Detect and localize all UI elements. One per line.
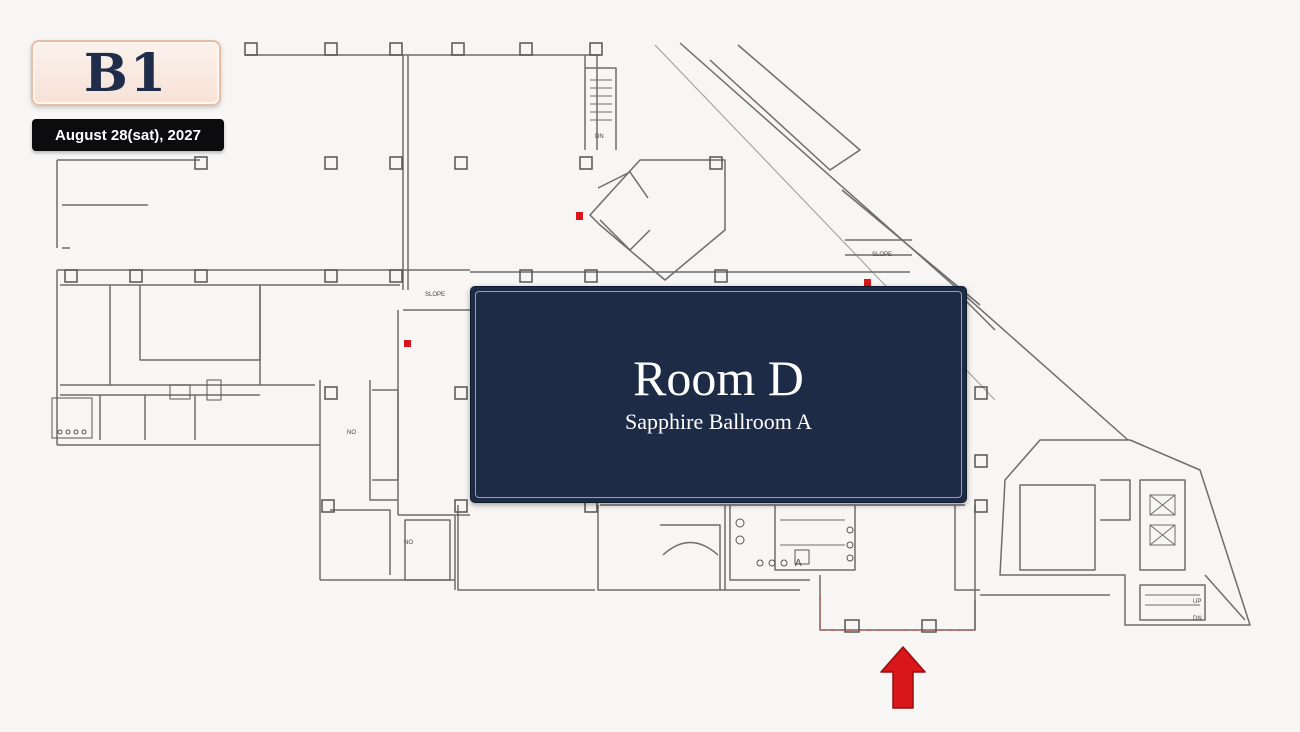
- up-arrow-icon: [880, 646, 926, 709]
- no-label: NO: [404, 540, 413, 546]
- room-subtitle: Sapphire Ballroom A: [625, 409, 812, 434]
- floor-label: B1: [83, 42, 169, 104]
- event-date-badge: August 28(sat), 2027: [32, 119, 224, 151]
- event-date: August 28(sat), 2027: [55, 126, 201, 144]
- up-label: UP: [1193, 599, 1201, 605]
- room-mark-label: A: [795, 558, 802, 569]
- dn-label: DN: [595, 134, 604, 140]
- room-name: Room D: [633, 350, 804, 406]
- slope-label: SLOPE: [425, 292, 445, 298]
- room-d-highlight[interactable]: Room D Sapphire Ballroom A: [470, 286, 967, 503]
- floor-level-badge: B1: [31, 40, 221, 106]
- dn-label: DN: [1193, 616, 1202, 622]
- no-label: NO: [347, 430, 356, 436]
- slope-label: SLOPE: [872, 252, 892, 258]
